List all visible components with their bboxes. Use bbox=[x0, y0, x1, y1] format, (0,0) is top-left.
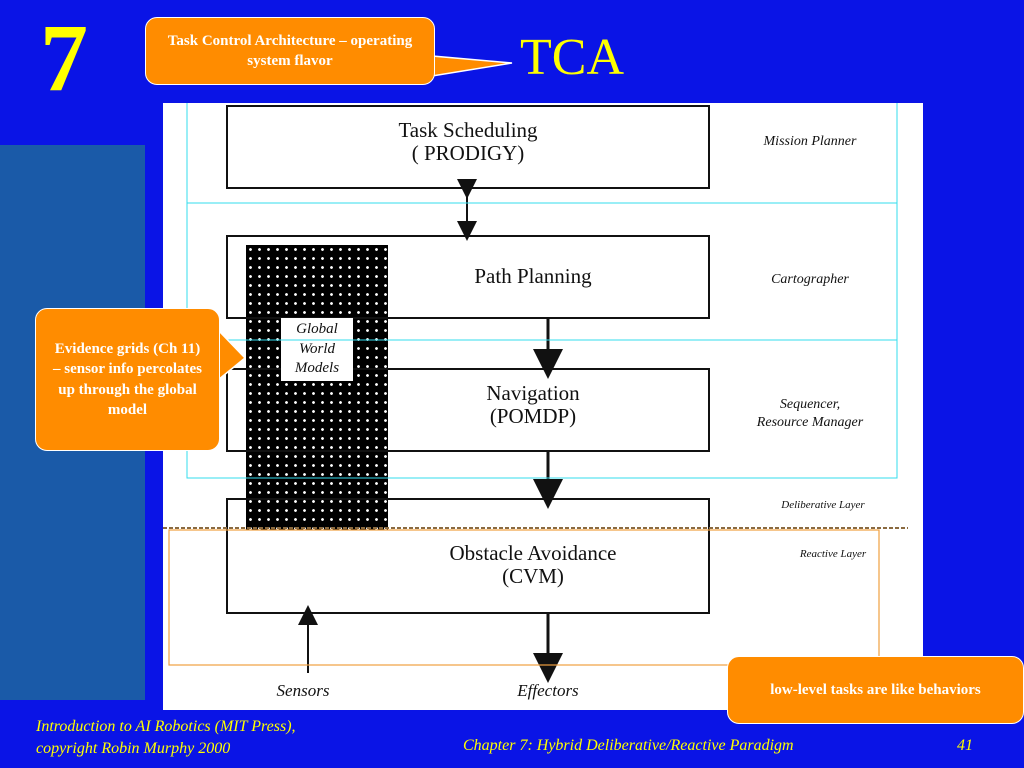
gwm-line-world: World bbox=[298, 340, 336, 357]
sensors-label: Sensors bbox=[276, 681, 330, 700]
low-level-callout: low-level tasks are like behaviors bbox=[727, 656, 1024, 724]
path-planning-label: Path Planning bbox=[474, 264, 592, 288]
chapter-number: 7 bbox=[40, 4, 88, 111]
obstacle-avoidance-box: Obstacle Avoidance (CVM) bbox=[226, 498, 710, 614]
role-reactive-layer: Reactive Layer bbox=[799, 548, 867, 560]
orange-guide-frame bbox=[168, 529, 880, 666]
footer-credit-line2: copyright Robin Murphy 2000 bbox=[36, 739, 231, 757]
effectors-label: Effectors bbox=[517, 681, 579, 700]
tca-callout-pointer bbox=[431, 55, 513, 77]
global-world-models-label: Global World Models bbox=[281, 318, 353, 381]
navigation-box: Navigation (POMDP) bbox=[226, 368, 710, 452]
task-scheduling-sublabel: ( PRODIGY) bbox=[411, 141, 525, 166]
slide-title: TCA bbox=[520, 29, 624, 86]
role-cartographer: Cartographer bbox=[771, 272, 849, 287]
tca-callout: Task Control Architecture – operating sy… bbox=[145, 17, 435, 85]
obstacle-avoidance-label: Obstacle Avoidance bbox=[449, 541, 617, 565]
footer-credit-line1: Introduction to AI Robotics (MIT Press), bbox=[36, 718, 296, 735]
global-world-models-panel bbox=[246, 245, 388, 530]
footer-chapter: Chapter 7: Hybrid Deliberative/Reactive … bbox=[463, 737, 794, 754]
tca-diagram: Task Scheduling ( PRODIGY) Path Planning… bbox=[163, 103, 923, 710]
cyan-guide-frame bbox=[186, 103, 898, 479]
role-deliberative-layer: Deliberative Layer bbox=[781, 499, 865, 511]
role-sequencer-line: Sequencer, bbox=[779, 397, 841, 412]
footer-page-number: 41 bbox=[957, 737, 973, 754]
role-sequencer: Sequencer, Resource Manager bbox=[725, 396, 895, 432]
task-scheduling-label: Task Scheduling bbox=[398, 118, 538, 142]
navigation-label: Navigation bbox=[486, 381, 580, 405]
footer-credit: Introduction to AI Robotics (MIT Press),… bbox=[36, 716, 396, 759]
evidence-callout: Evidence grids (Ch 11) – sensor info per… bbox=[35, 308, 220, 451]
gwm-line-global: Global bbox=[296, 321, 338, 337]
evidence-callout-pointer bbox=[217, 328, 247, 382]
obstacle-avoidance-sublabel: (CVM) bbox=[502, 564, 564, 589]
navigation-sublabel: (POMDP) bbox=[489, 404, 577, 429]
gwm-line-models: Models bbox=[294, 360, 340, 376]
role-mission-planner: Mission Planner bbox=[763, 134, 857, 149]
diagram-connectors bbox=[163, 103, 908, 683]
role-resource-manager-line: Resource Manager bbox=[756, 415, 864, 431]
